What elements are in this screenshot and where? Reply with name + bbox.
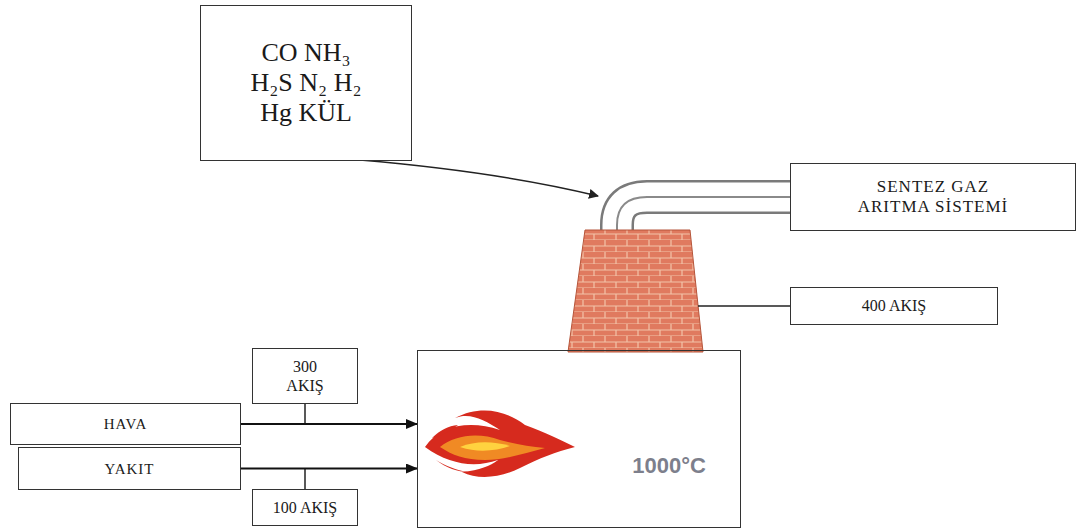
callout-arrow (360, 160, 598, 196)
flow-box: 400 AKIŞ (790, 287, 998, 325)
flame (425, 411, 575, 477)
box-label: CO NH₃ H₂S N₂ H₂ Hg KÜL (250, 38, 362, 128)
furnace-box: 1000°C (417, 350, 741, 528)
process-box: SENTEZ GAZ ARITMA SİSTEMİ (790, 163, 1076, 231)
flow-leader (304, 469, 306, 489)
flow-arrow (241, 423, 417, 425)
flow-leader (304, 404, 306, 424)
box-label: 300 AKIŞ (279, 357, 331, 395)
temperature-label: 1000°C (632, 453, 706, 479)
brick-chimney (568, 230, 703, 352)
box-label: YAKIT (105, 460, 155, 478)
input-box: YAKIT (18, 447, 241, 490)
box-label: 100 AKIŞ (273, 498, 337, 517)
input-box: HAVA (10, 403, 241, 445)
box-label: SENTEZ GAZ ARITMA SİSTEMİ (849, 177, 1017, 218)
flow-arrow (241, 468, 417, 470)
box-label: 400 AKIŞ (862, 296, 926, 315)
flow-leader (698, 305, 790, 307)
flow-box: 300 AKIŞ (252, 348, 358, 404)
callout-box: CO NH₃ H₂S N₂ H₂ Hg KÜL (200, 5, 412, 161)
box-label: HAVA (104, 415, 147, 433)
flow-box: 100 AKIŞ (252, 489, 358, 526)
